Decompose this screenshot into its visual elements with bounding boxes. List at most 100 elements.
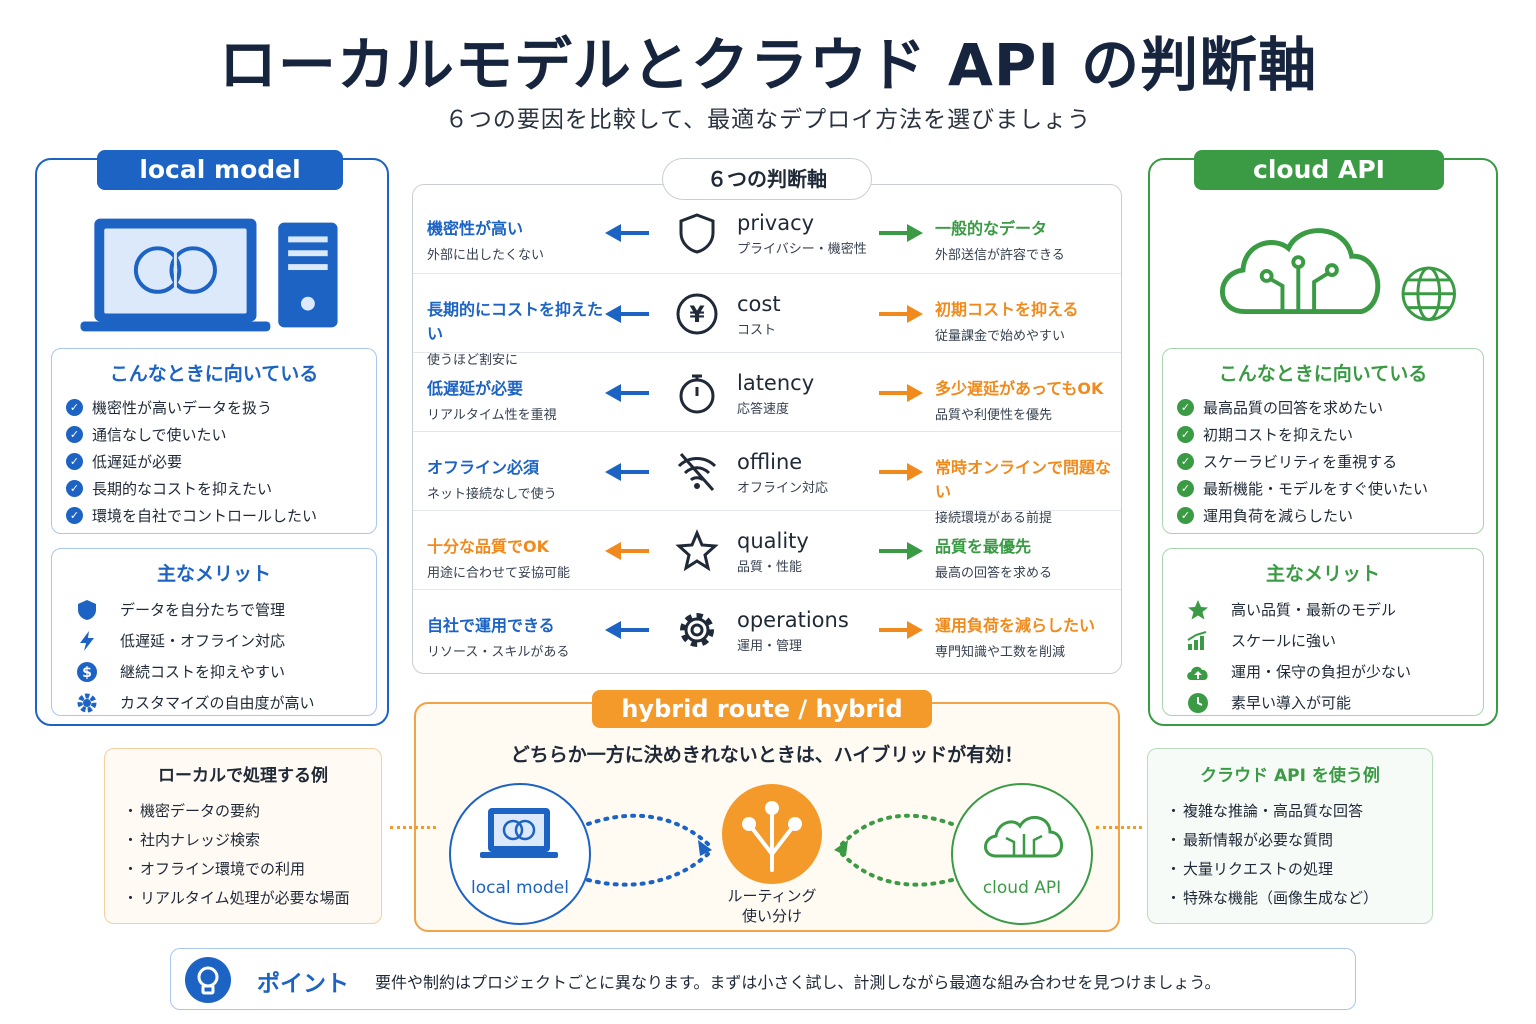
local-examples-title: ローカルで処理する例 bbox=[158, 766, 328, 786]
gear-icon bbox=[72, 692, 102, 714]
right-condition-heading: 多少遅延があってもOK bbox=[935, 379, 1104, 398]
hybrid-panel: どちらか一方に決めきれないときは、ハイブリッドが有効！ bbox=[414, 702, 1120, 932]
cloud-suited-title: こんなときに向いている bbox=[1218, 363, 1428, 385]
cloud-merits-card: 主なメリット 高い品質・最新のモデル スケールに強い 運用・保守の負担が少ない … bbox=[1162, 548, 1484, 716]
growth-chart-icon bbox=[1183, 630, 1213, 652]
check-icon: ✓ bbox=[66, 399, 83, 416]
right-condition-detail: 接続環境がある前提 bbox=[935, 511, 1053, 526]
list-item: カスタマイズの自由度が高い bbox=[72, 687, 376, 718]
left-condition-detail: 外部に出したくない bbox=[427, 248, 545, 263]
clock-icon bbox=[1183, 692, 1213, 714]
list-item: 最新情報が必要な質問 bbox=[1166, 825, 1432, 854]
svg-text:¥: ¥ bbox=[689, 303, 705, 328]
dollar-icon: $ bbox=[72, 661, 102, 683]
hybrid-local-label: local model bbox=[471, 878, 569, 898]
right-condition-detail: 従量課金で始めやすい bbox=[935, 329, 1066, 344]
right-condition-detail: 専門知識や工数を削減 bbox=[935, 645, 1066, 660]
check-icon: ✓ bbox=[66, 426, 83, 443]
cloud-suited-card: こんなときに向いている ✓最高品質の回答を求めたい ✓初期コストを抑えたい ✓ス… bbox=[1162, 348, 1484, 534]
yen-icon: ¥ bbox=[676, 293, 718, 335]
list-item: 低遅延・オフライン対応 bbox=[72, 625, 376, 656]
cloud-merits-title: 主なメリット bbox=[1265, 563, 1380, 585]
left-condition-heading: 長期的にコストを抑えたい bbox=[427, 300, 604, 343]
cloud-network-icon bbox=[1219, 228, 1456, 321]
lightbulb-icon bbox=[185, 957, 231, 1003]
local-examples-card: ローカルで処理する例 機密データの要約 社内ナレッジ検索 オフライン環境での利用… bbox=[104, 748, 382, 924]
left-condition-heading: 機密性が高い bbox=[427, 219, 524, 238]
local-model-tab: local model bbox=[97, 150, 343, 190]
list-item: ✓最新機能・モデルをすぐ使いたい bbox=[1177, 475, 1483, 502]
lightning-icon bbox=[72, 630, 102, 652]
check-icon: ✓ bbox=[1177, 426, 1194, 443]
arrow-right-icon bbox=[879, 384, 923, 402]
right-condition: 一般的なデータ外部送信が許容できる bbox=[935, 215, 1121, 263]
axes-title: ６つの判断軸 bbox=[662, 158, 872, 200]
check-icon: ✓ bbox=[1177, 453, 1194, 470]
page-subtitle: ６つの要因を比較して、最適なデプロイ方法を選びましょう bbox=[444, 107, 1092, 133]
local-model-panel: local model こんなときに向いている ✓機密性が高いデータを扱う ✓通… bbox=[35, 150, 389, 726]
list-item: オフライン環境での利用 bbox=[123, 854, 381, 883]
left-condition: オフライン必須ネット接続なしで使う bbox=[427, 454, 617, 502]
cloud-api-node bbox=[951, 783, 1093, 925]
left-condition: 十分な品質でOK 用途に合わせて妥協可能 bbox=[427, 533, 617, 581]
arrow-right-icon bbox=[879, 542, 923, 560]
right-condition-detail: 外部送信が許容できる bbox=[935, 248, 1065, 263]
list-item: 特殊な機能（画像生成など） bbox=[1166, 883, 1432, 912]
list-item: ✓運用負荷を減らしたい bbox=[1177, 502, 1483, 529]
wifi-off-icon bbox=[677, 453, 717, 491]
list-item: 社内ナレッジ検索 bbox=[123, 825, 381, 854]
arrow-left-icon bbox=[605, 621, 649, 639]
list-item: ✓低遅延が必要 bbox=[66, 448, 376, 475]
shield-icon bbox=[679, 213, 715, 254]
arrow-left-icon bbox=[605, 463, 649, 481]
right-condition: 運用負荷を減らしたい専門知識や工数を削減 bbox=[935, 612, 1121, 660]
right-condition-heading: 運用負荷を減らしたい bbox=[935, 616, 1096, 635]
arrow-right-icon bbox=[879, 224, 923, 242]
hybrid-diagram bbox=[449, 783, 1093, 925]
left-condition-heading: 十分な品質でOK bbox=[427, 537, 550, 556]
right-condition-heading: 常時オンラインで問題ない bbox=[935, 458, 1112, 501]
check-icon: ✓ bbox=[1177, 399, 1194, 416]
local-suited-card: こんなときに向いている ✓機密性が高いデータを扱う ✓通信なしで使いたい ✓低遅… bbox=[51, 348, 377, 534]
list-item: 機密データの要約 bbox=[123, 796, 381, 825]
right-condition-heading: 品質を最優先 bbox=[935, 537, 1032, 556]
check-icon: ✓ bbox=[66, 453, 83, 470]
hybrid-message: どちらか一方に決めきれないときは、ハイブリッドが有効！ bbox=[510, 744, 1024, 766]
right-condition-detail: 最高の回答を求める bbox=[935, 566, 1053, 581]
hybrid-tab: hybrid route / hybrid bbox=[592, 690, 932, 728]
local-connector bbox=[390, 826, 436, 829]
left-condition-detail: ネット接続なしで使う bbox=[427, 487, 557, 502]
list-item: スケールに強い bbox=[1183, 625, 1483, 656]
left-condition: 長期的にコストを抑えたい使うほど割安に bbox=[427, 296, 617, 368]
left-condition-heading: 自社で運用できる bbox=[427, 616, 555, 635]
cloud-upload-icon bbox=[1183, 661, 1213, 683]
list-item: ✓環境を自社でコントロールしたい bbox=[66, 502, 376, 529]
list-item: ✓長期的なコストを抑えたい bbox=[66, 475, 376, 502]
left-condition-detail: 用途に合わせて妥協可能 bbox=[427, 566, 571, 581]
list-item: ✓スケーラビリティを重視する bbox=[1177, 448, 1483, 475]
hybrid-cloud-label: cloud API bbox=[982, 878, 1062, 898]
right-condition-heading: 一般的なデータ bbox=[935, 219, 1048, 238]
local-merits-card: 主なメリット データを自分たちで管理 低遅延・オフライン対応 $ 継続コストを抑… bbox=[51, 548, 377, 716]
list-item: リアルタイム処理が必要な場面 bbox=[123, 883, 381, 912]
check-icon: ✓ bbox=[66, 507, 83, 524]
list-item: データを自分たちで管理 bbox=[72, 594, 376, 625]
point-label: ポイント bbox=[257, 971, 349, 997]
routing-node bbox=[722, 784, 822, 884]
laptop-server-icon bbox=[80, 218, 338, 332]
right-condition: 常時オンラインで問題ない接続環境がある前提 bbox=[935, 454, 1121, 526]
point-bar: ポイント 要件や制約はプロジェクトごとに異なります。まずは小さく試し、計測しなが… bbox=[170, 948, 1356, 1010]
list-item: ✓通信なしで使いたい bbox=[66, 421, 376, 448]
arrow-right-icon bbox=[879, 621, 923, 639]
cloud-examples-card: クラウド API を使う例 複雑な推論・高品質な回答 最新情報が必要な質問 大量… bbox=[1147, 748, 1433, 924]
list-item: 運用・保守の負担が少ない bbox=[1183, 656, 1483, 687]
left-condition-heading: 低遅延が必要 bbox=[427, 379, 524, 398]
